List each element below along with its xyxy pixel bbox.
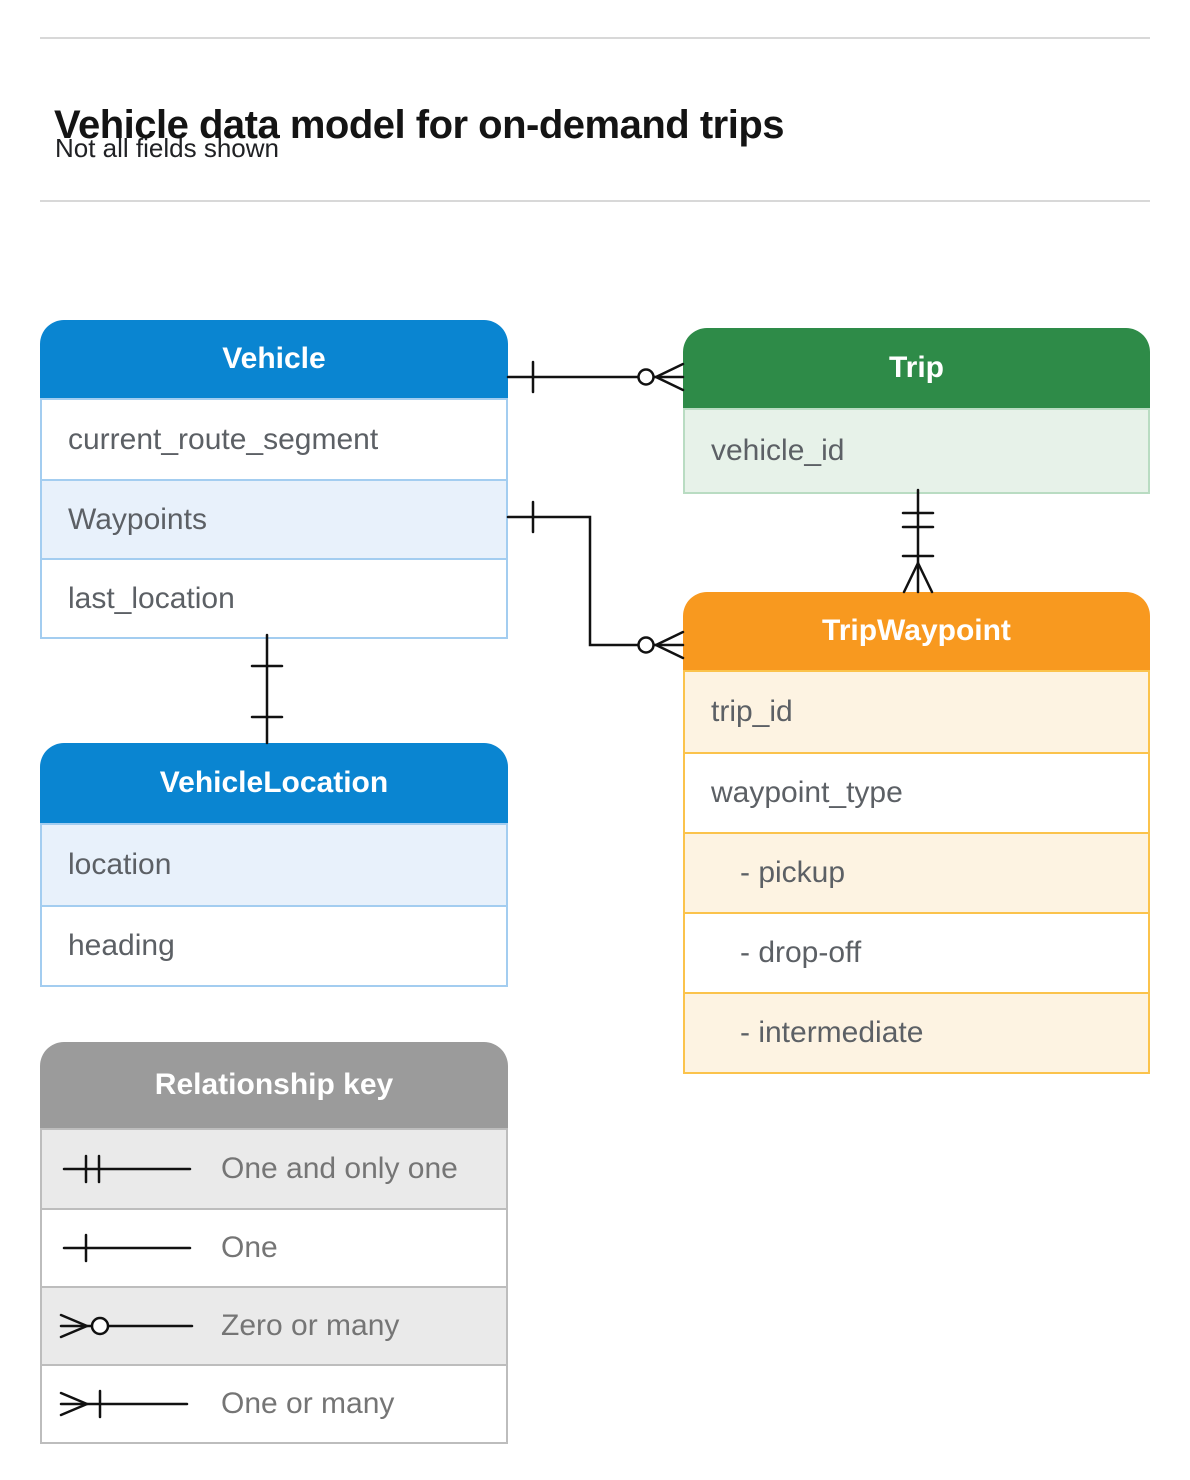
table-row: trip_id [685, 672, 1148, 752]
table-row: location [42, 825, 506, 905]
header-divider [40, 200, 1150, 202]
relationship-key: Relationship key One and only one One [40, 1042, 508, 1444]
vehicle-location-table-title: VehicleLocation [159, 766, 389, 799]
vehicle-table-title: Vehicle [222, 342, 326, 375]
zero-or-many-icon [59, 1313, 194, 1339]
legend-label: One and only one [221, 1152, 458, 1185]
trip-waypoint-table-header: TripWaypoint [683, 592, 1150, 670]
legend-row: One and only one [42, 1130, 506, 1208]
table-row: vehicle_id [685, 410, 1148, 492]
legend-row: One or many [42, 1364, 506, 1442]
one-icon [62, 1233, 192, 1263]
table-row: - drop-off [685, 912, 1148, 992]
table-row: waypoint_type [685, 752, 1148, 832]
one-or-many-icon [59, 1389, 189, 1419]
table-row: Waypoints [42, 479, 506, 558]
vehicle-vehiclelocation-connector [250, 633, 284, 745]
trip-waypoint-table-title: TripWaypoint [822, 614, 1011, 647]
legend-label: One or many [221, 1387, 395, 1420]
relationship-key-header: Relationship key [40, 1042, 508, 1128]
vehicle-trip-connector [506, 360, 685, 394]
trip-tripwaypoint-connector [901, 488, 935, 594]
page-subtitle: Not all fields shown [55, 133, 279, 163]
page-title: Vehicle data model for on-demand trips [54, 102, 785, 147]
relationship-key-body: One and only one One Zero or many [40, 1128, 508, 1444]
legend-row: Zero or many [42, 1286, 506, 1364]
trip-table: Trip vehicle_id [683, 328, 1150, 494]
legend-label: Zero or many [221, 1309, 400, 1342]
table-row: - pickup [685, 832, 1148, 912]
trip-table-body: vehicle_id [683, 408, 1150, 494]
legend-row: One [42, 1208, 506, 1286]
one-and-only-one-icon [62, 1154, 192, 1184]
trip-table-header: Trip [683, 328, 1150, 408]
trip-waypoint-table-body: trip_id waypoint_type - pickup - drop-of… [683, 670, 1150, 1074]
top-divider [40, 37, 1150, 39]
waypoints-tripwaypoint-connector [506, 500, 685, 660]
trip-waypoint-table: TripWaypoint trip_id waypoint_type - pic… [683, 592, 1150, 1074]
vehicle-table: Vehicle current_route_segment Waypoints … [40, 320, 508, 639]
table-row: last_location [42, 558, 506, 637]
vehicle-location-table-header: VehicleLocation [40, 743, 508, 823]
table-row: - intermediate [685, 992, 1148, 1072]
vehicle-location-table-body: location heading [40, 823, 508, 987]
table-row: heading [42, 905, 506, 985]
vehicle-location-table: VehicleLocation location heading [40, 743, 508, 987]
relationship-key-title: Relationship key [154, 1068, 394, 1101]
vehicle-table-body: current_route_segment Waypoints last_loc… [40, 398, 508, 639]
legend-label: One [221, 1231, 278, 1264]
table-row: current_route_segment [42, 400, 506, 479]
trip-table-title: Trip [888, 351, 944, 384]
vehicle-table-header: Vehicle [40, 320, 508, 398]
